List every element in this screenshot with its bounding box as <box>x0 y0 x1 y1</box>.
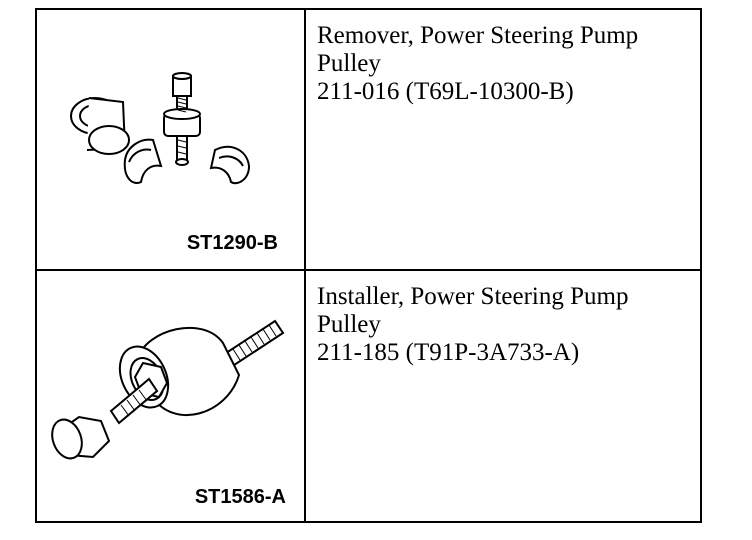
tool-number: 211-185 (T91P-3A733-A) <box>317 339 580 366</box>
tool-name: Installer, Power Steering Pump <box>317 283 629 310</box>
tool-description: Installer, Power Steering Pump Pulley 21… <box>306 271 700 521</box>
image-code-label: ST1290-B <box>186 232 278 254</box>
special-tools-table: ST1290-B Remover, Power Steering Pump Pu… <box>35 8 702 523</box>
tool-row-remover: ST1290-B Remover, Power Steering Pump Pu… <box>37 10 700 271</box>
tool-row-installer: ST1586-A Installer, Power Steering Pump … <box>37 271 700 521</box>
tool-name: Remover, Power Steering Pump <box>317 22 639 49</box>
tool-illustration-cell: ST1290-B <box>37 10 306 269</box>
pulley-remover-illustration <box>70 72 251 185</box>
tool-name-continued: Pulley <box>317 311 381 338</box>
tool-description: Remover, Power Steering Pump Pulley 211-… <box>306 10 700 269</box>
tool-name-continued: Pulley <box>317 50 381 77</box>
pulley-installer-illustration <box>51 319 285 460</box>
tool-illustration-cell: ST1586-A <box>37 271 306 521</box>
tool-number: 211-016 (T69L-10300-B) <box>317 78 574 105</box>
image-code-label: ST1586-A <box>194 486 286 508</box>
